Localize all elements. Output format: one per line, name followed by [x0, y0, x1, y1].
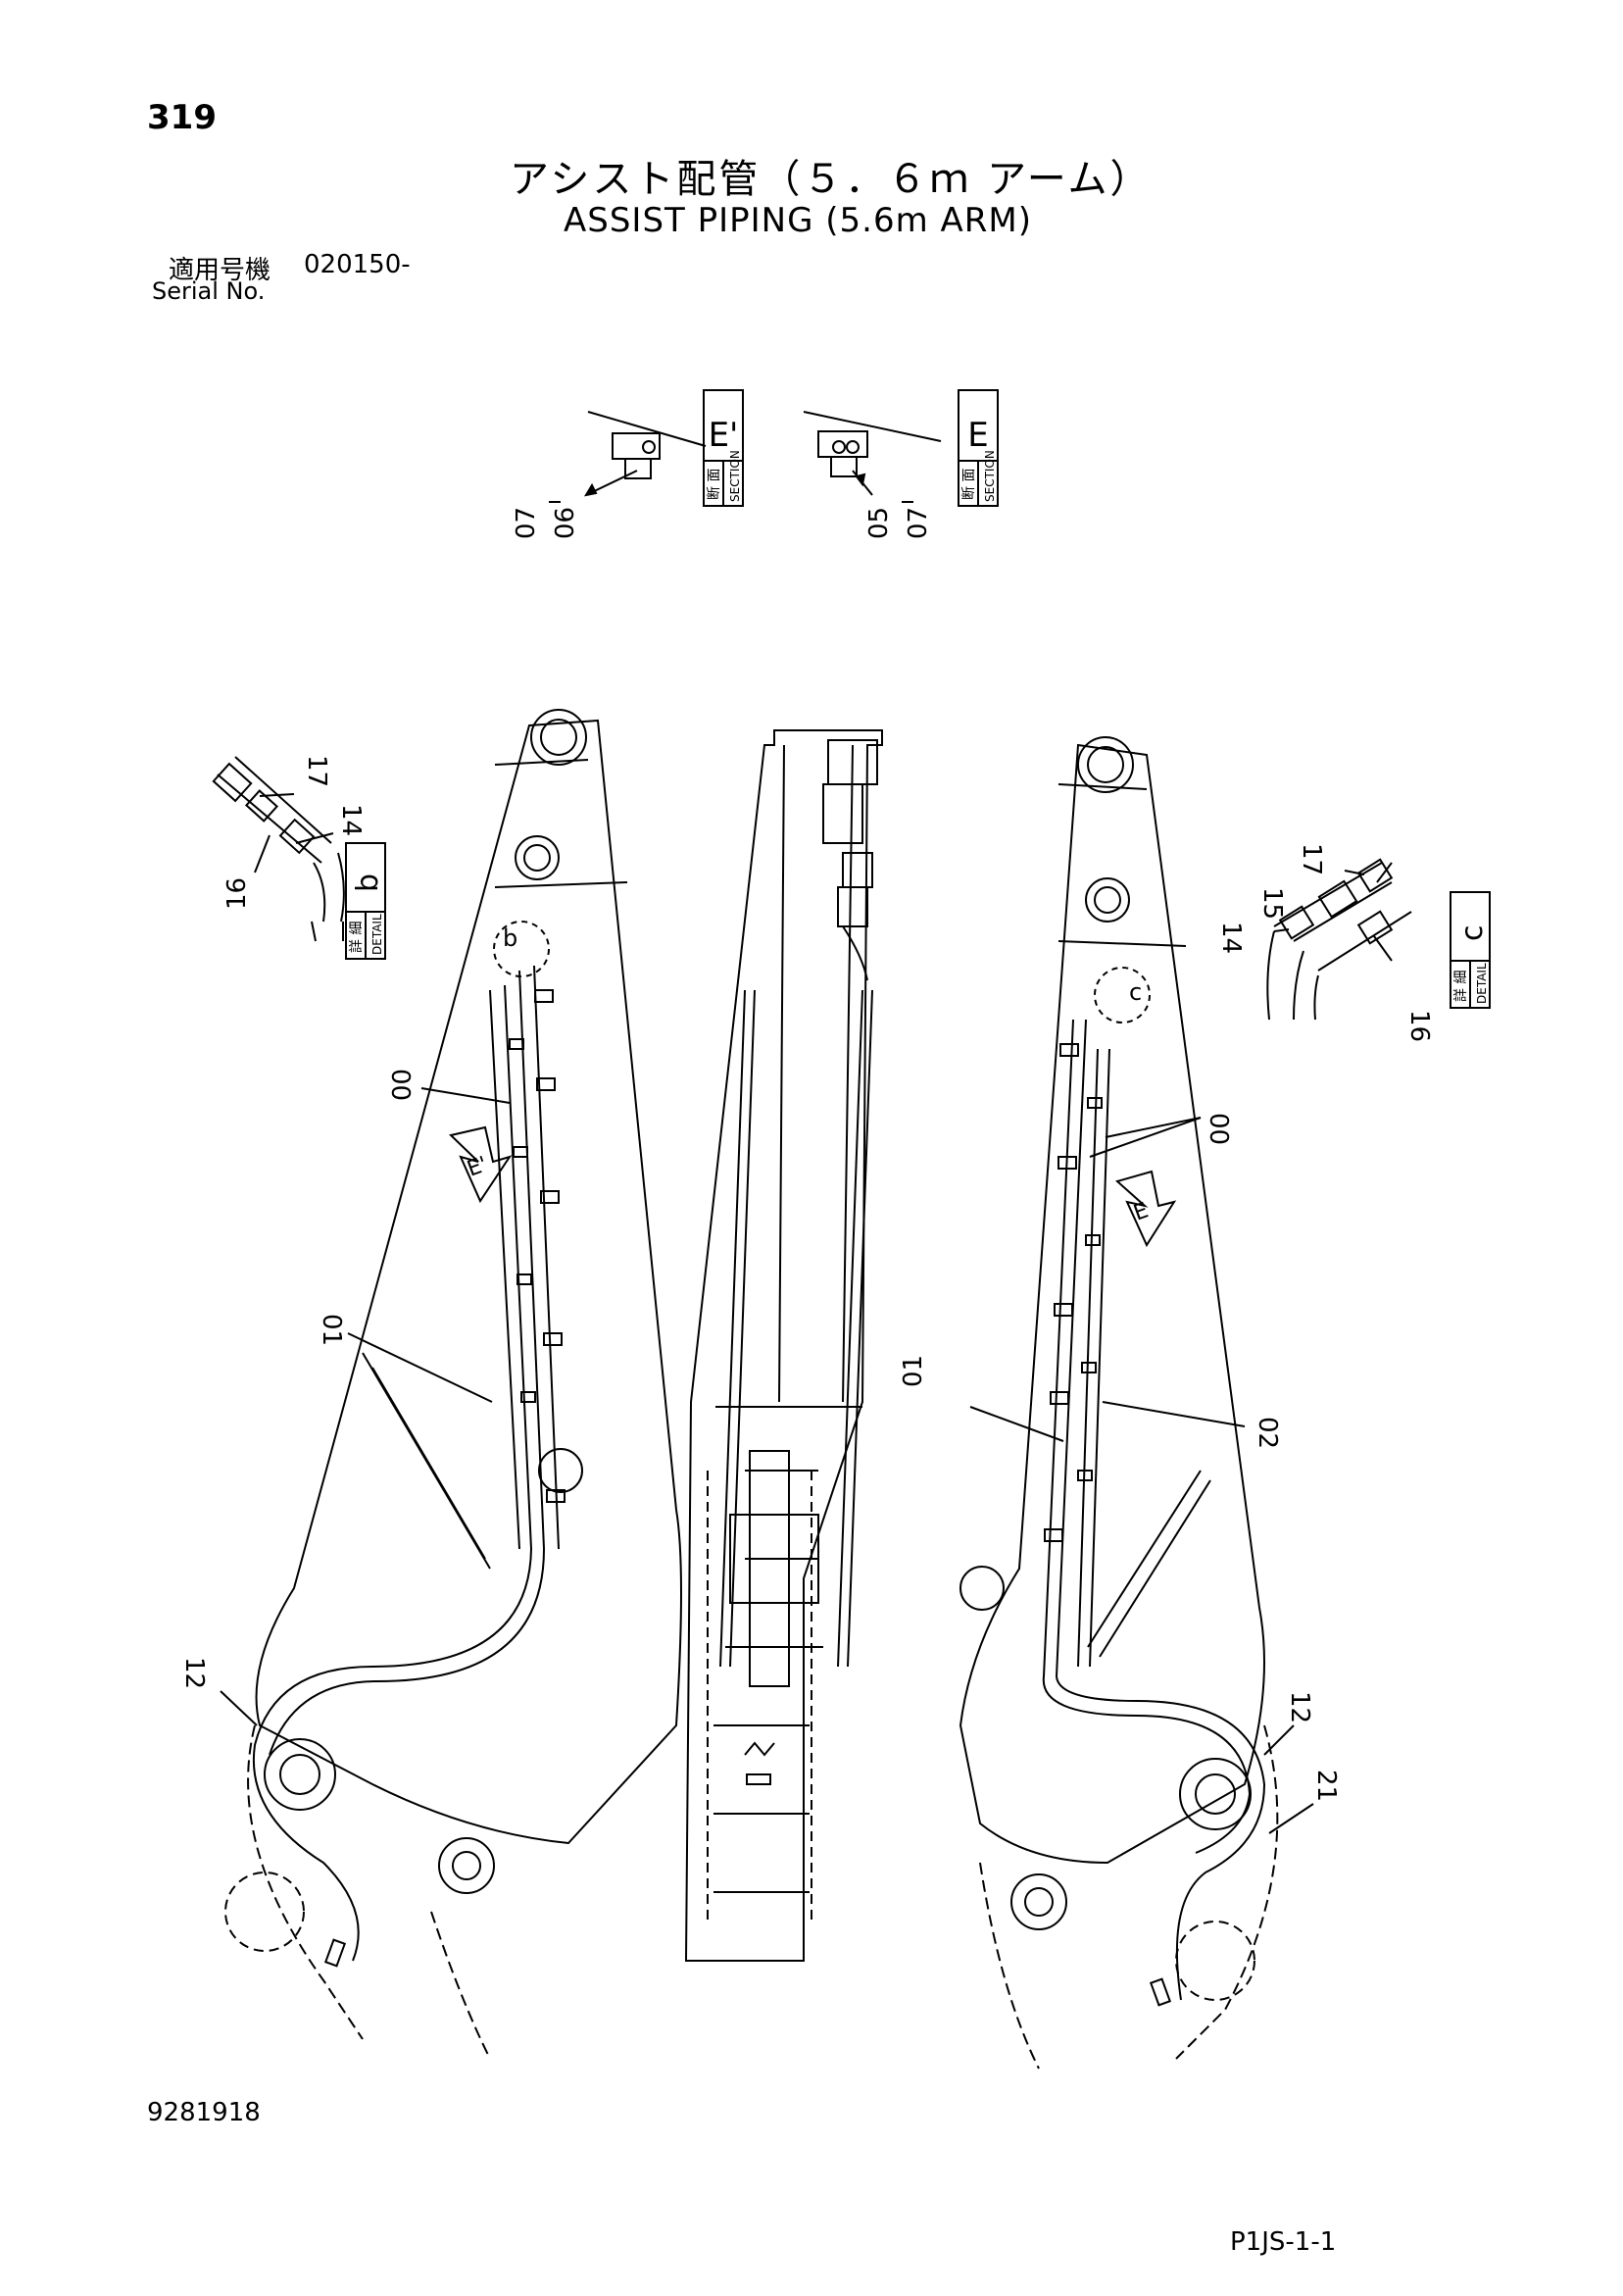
section-e-prime-en: SECTION — [728, 450, 742, 502]
serial-label-japanese: 適用号機 — [169, 256, 271, 285]
callout-16-detail-b: 16 — [222, 877, 252, 910]
callout-17-detail-b: 17 — [302, 755, 331, 787]
page-code: P1JS-1-1 — [1230, 2227, 1337, 2257]
center-top-view-drawing — [684, 729, 883, 1962]
right-callout-01: 01 — [899, 1355, 928, 1387]
serial-label-english: Serial No. — [152, 277, 266, 305]
left-callout-12: 12 — [179, 1657, 209, 1689]
left-callout-00: 00 — [385, 1069, 415, 1101]
right-callout-02: 02 — [1253, 1417, 1282, 1449]
section-e-prime-jp: 断 面 — [707, 469, 722, 500]
right-view-arrow-label: E — [1131, 1198, 1153, 1225]
section-e-view: E 断 面 SECTION 05 07 — [803, 389, 999, 539]
callout-05-section-e: 05 — [864, 507, 894, 539]
detail-b-letter: b — [351, 873, 385, 892]
page-number: 319 — [147, 98, 217, 137]
detail-c-en: DETAIL — [1475, 963, 1489, 1004]
right-callout-21: 21 — [1311, 1770, 1341, 1802]
detail-b-en: DETAIL — [370, 914, 384, 955]
detail-c-letter: c — [1455, 925, 1490, 942]
left-arm-drawing: b E' 00 01 12 — [179, 709, 682, 2060]
left-callout-01: 01 — [317, 1314, 346, 1346]
callout-06-section-e-prime: 06 — [551, 507, 580, 539]
callout-14-detail-b: 14 — [336, 804, 366, 836]
section-e-prime-view: E' 断 面 SECTION 07 06 — [512, 389, 744, 539]
detail-b-jp: 詳 細 — [349, 922, 365, 953]
detail-c-view: c 詳 細 DETAIL 15 17 14 16 — [1216, 843, 1491, 1042]
right-arm-drawing: c E 00 01 02 12 21 — [899, 736, 1341, 2070]
right-detail-c-circle-label: c — [1129, 978, 1142, 1006]
detail-c-jp: 詳 細 — [1453, 971, 1469, 1002]
title-japanese: アシスト配管（５．６ｍ アーム） — [510, 157, 1153, 202]
callout-07-section-e: 07 — [904, 507, 933, 539]
serial-number-value: 020150- — [304, 250, 411, 279]
callout-16-detail-c: 16 — [1404, 1010, 1434, 1042]
title-english: ASSIST PIPING (5.6m ARM) — [564, 201, 1033, 240]
section-e-letter: E — [967, 416, 988, 455]
right-callout-12: 12 — [1285, 1691, 1314, 1723]
section-e-prime-letter: E' — [709, 416, 739, 455]
callout-15-detail-c: 15 — [1257, 887, 1287, 920]
callout-17-detail-c: 17 — [1297, 843, 1326, 875]
callout-07-section-e-prime: 07 — [512, 507, 541, 539]
document-number: 9281918 — [147, 2098, 261, 2127]
section-e-jp: 断 面 — [961, 469, 977, 500]
callout-14-detail-c: 14 — [1216, 922, 1246, 954]
detail-b-view: b 詳 細 DETAIL 17 14 16 — [212, 755, 386, 960]
left-detail-b-circle-label: b — [503, 924, 517, 952]
left-view-arrow-label: E' — [465, 1152, 491, 1181]
right-callout-00: 00 — [1204, 1113, 1233, 1145]
section-e-en: SECTION — [983, 450, 997, 502]
